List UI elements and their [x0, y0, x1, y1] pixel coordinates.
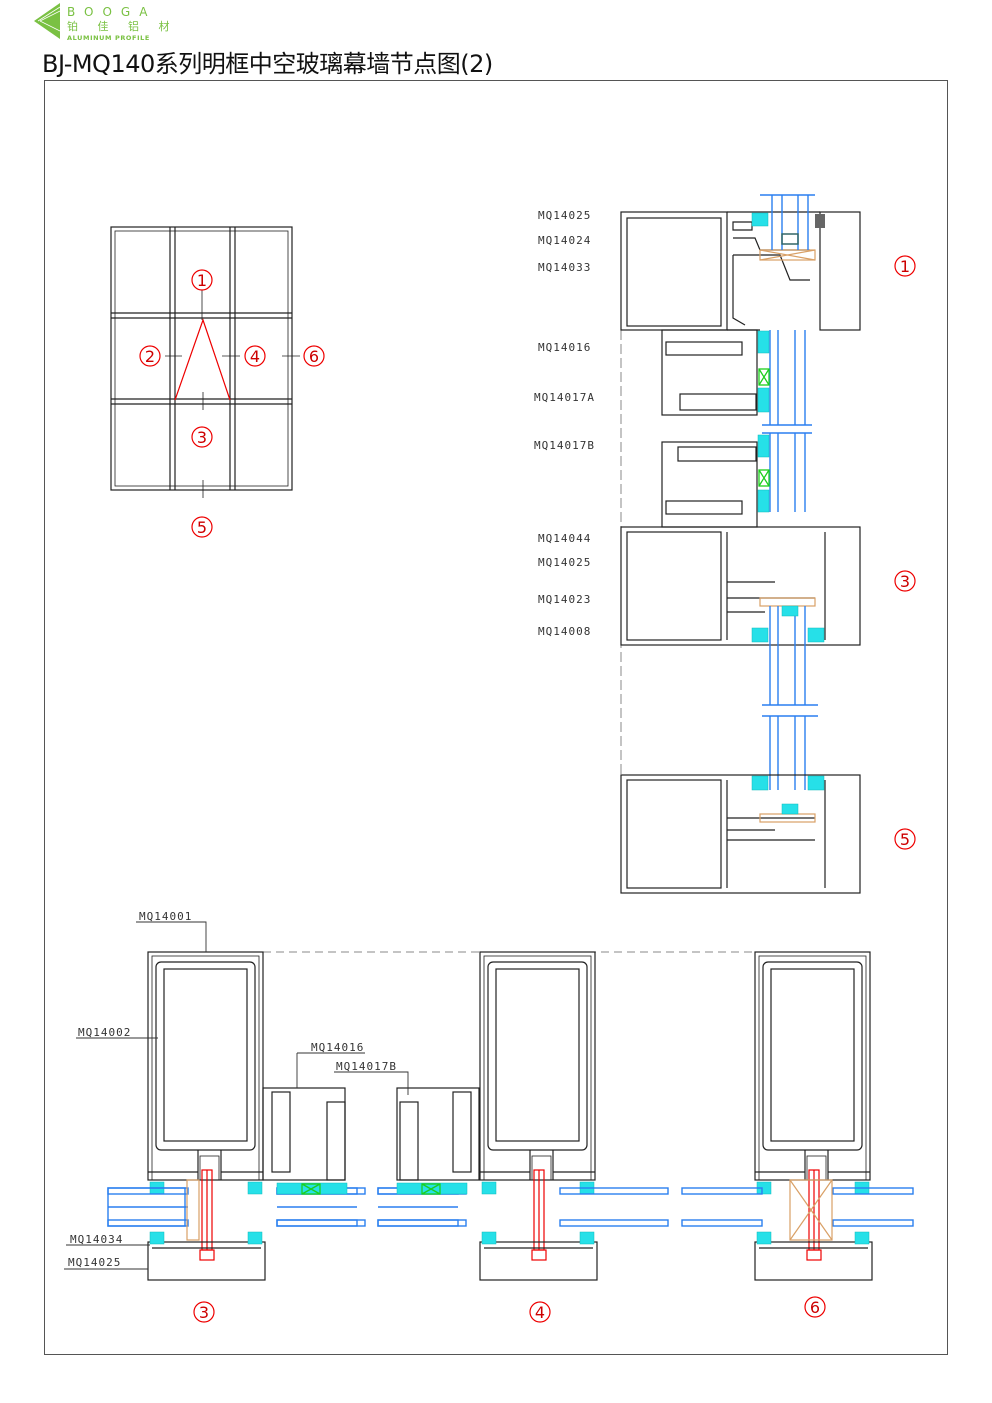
label-mq14008: MQ14008 [538, 625, 591, 638]
svg-text:3: 3 [199, 1303, 209, 1322]
label-mq14044: MQ14044 [538, 532, 591, 545]
marker-2: 2 [139, 345, 161, 367]
marker-4: 4 [244, 345, 266, 367]
svg-text:5: 5 [197, 518, 207, 537]
svg-text:4: 4 [535, 1303, 545, 1322]
svg-text:4: 4 [250, 347, 260, 366]
svg-text:3: 3 [900, 572, 910, 591]
label-mq14002: MQ14002 [78, 1026, 131, 1039]
label-mq14024: MQ14024 [538, 234, 591, 247]
svg-text:2: 2 [145, 347, 155, 366]
label-mq14025-h: MQ14025 [68, 1256, 121, 1269]
label-mq14016: MQ14016 [538, 341, 591, 354]
section-marker-3: 3 [894, 570, 916, 592]
section-marker-6-h: 6 [804, 1296, 826, 1318]
elevation-key: 1 2 4 6 3 5 [110, 226, 325, 538]
svg-text:6: 6 [810, 1298, 820, 1317]
logo-brand: BOOGA [67, 5, 156, 19]
svg-text:1: 1 [900, 257, 910, 276]
vertical-section: MQ14025 MQ14024 MQ14033 MQ14016 MQ14017A… [534, 194, 916, 894]
section-marker-4-h: 4 [529, 1301, 551, 1323]
label-mq14025-mid: MQ14025 [538, 556, 591, 569]
logo-subtitle: ALUMINUM PROFILE [67, 34, 150, 42]
marker-3: 3 [191, 426, 213, 448]
page-title: BJ-MQ140系列明框中空玻璃幕墙节点图(2) [42, 50, 493, 78]
svg-text:3: 3 [197, 428, 207, 447]
svg-text:1: 1 [197, 271, 207, 290]
section-marker-1: 1 [894, 255, 916, 277]
logo-chinese: 铂 佳 铝 材 [67, 19, 178, 33]
label-mq14025-top: MQ14025 [538, 209, 591, 222]
label-mq14017a: MQ14017A [534, 391, 595, 404]
drawing-frame [44, 80, 948, 1355]
svg-text:6: 6 [309, 347, 319, 366]
label-mq14016-h: MQ14016 [311, 1041, 364, 1054]
label-mq14001: MQ14001 [139, 910, 192, 923]
section-marker-3-h: 3 [193, 1301, 215, 1323]
label-mq14034: MQ14034 [70, 1233, 123, 1246]
label-mq14017b: MQ14017B [534, 439, 595, 452]
booga-logo: BOOGA 铂 佳 铝 材 ALUMINUM PROFILE [34, 3, 194, 43]
marker-5: 5 [191, 516, 213, 538]
marker-1: 1 [191, 269, 213, 291]
label-mq14017b-h: MQ14017B [336, 1060, 397, 1073]
svg-text:5: 5 [900, 830, 910, 849]
marker-6: 6 [303, 345, 325, 367]
label-mq14033: MQ14033 [538, 261, 591, 274]
horizontal-section: MQ14001 MQ14002 MQ14016 MQ14017B MQ14034… [64, 910, 914, 1323]
section-marker-5: 5 [894, 828, 916, 850]
logo-mark-icon: BOOGA 铂 佳 铝 材 ALUMINUM PROFILE [34, 3, 178, 42]
label-mq14023: MQ14023 [538, 593, 591, 606]
